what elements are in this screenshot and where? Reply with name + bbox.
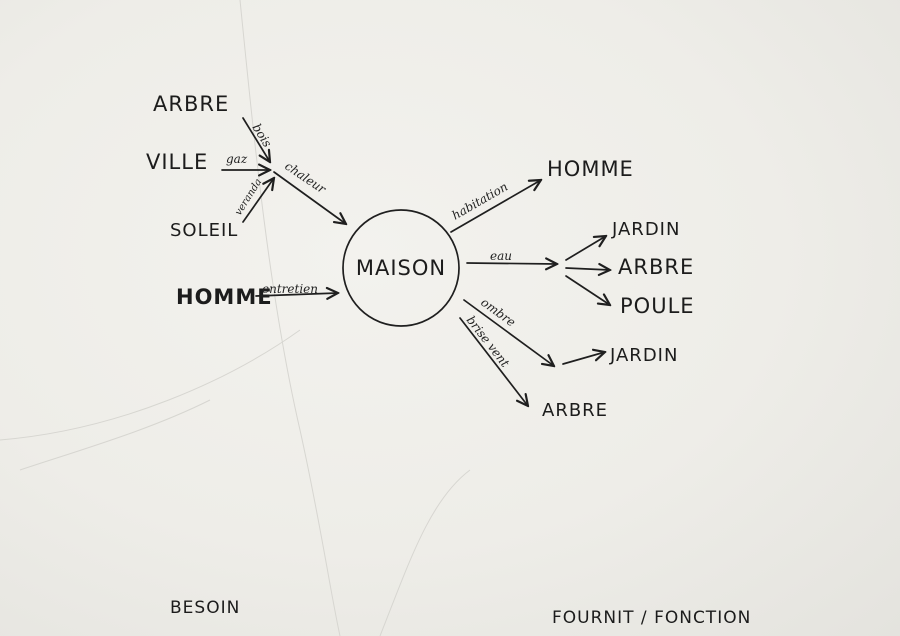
paper-creases [0, 0, 471, 636]
node-arbre-left: ARBRE [153, 92, 229, 116]
node-arbre-right-1: ARBRE [618, 255, 694, 279]
center-node-circle [342, 209, 460, 327]
edge-arbre-bois [242, 117, 270, 162]
node-ville: VILLE [146, 150, 208, 174]
edge-habitation [450, 180, 541, 233]
node-jardin-1: JARDIN [611, 219, 680, 240]
edge-chaleur [273, 171, 346, 224]
node-arbre-right-2: ARBRE [542, 400, 608, 421]
node-soleil: SOLEIL [170, 220, 238, 241]
edge-homme-entretien [255, 293, 338, 296]
edge-eau-jardin [565, 236, 606, 261]
edge-brise-vent [459, 317, 528, 406]
edge-soleil-veranda [242, 178, 274, 223]
edge-eau [466, 263, 557, 264]
label-gaz: gaz [226, 152, 248, 166]
node-poule: POULE [620, 294, 695, 318]
edge-eau-poule [565, 275, 610, 305]
edge-eau-arbre [565, 268, 610, 270]
label-chaleur: chaleur [282, 159, 329, 197]
node-homme-right: HOMME [547, 157, 634, 181]
edge-ombre [463, 299, 554, 366]
footer-fournit-fonction: FOURNIT / FONCTION [552, 608, 751, 628]
center-node-label: MAISON [356, 256, 446, 280]
node-homme-left: HOMME [176, 285, 273, 309]
label-eau: eau [490, 249, 512, 263]
label-entretien: entretien [262, 282, 318, 296]
footer-besoin: BESOIN [170, 598, 240, 618]
node-jardin-2: JARDIN [609, 345, 678, 366]
edge-ombre-jardin [562, 352, 605, 365]
